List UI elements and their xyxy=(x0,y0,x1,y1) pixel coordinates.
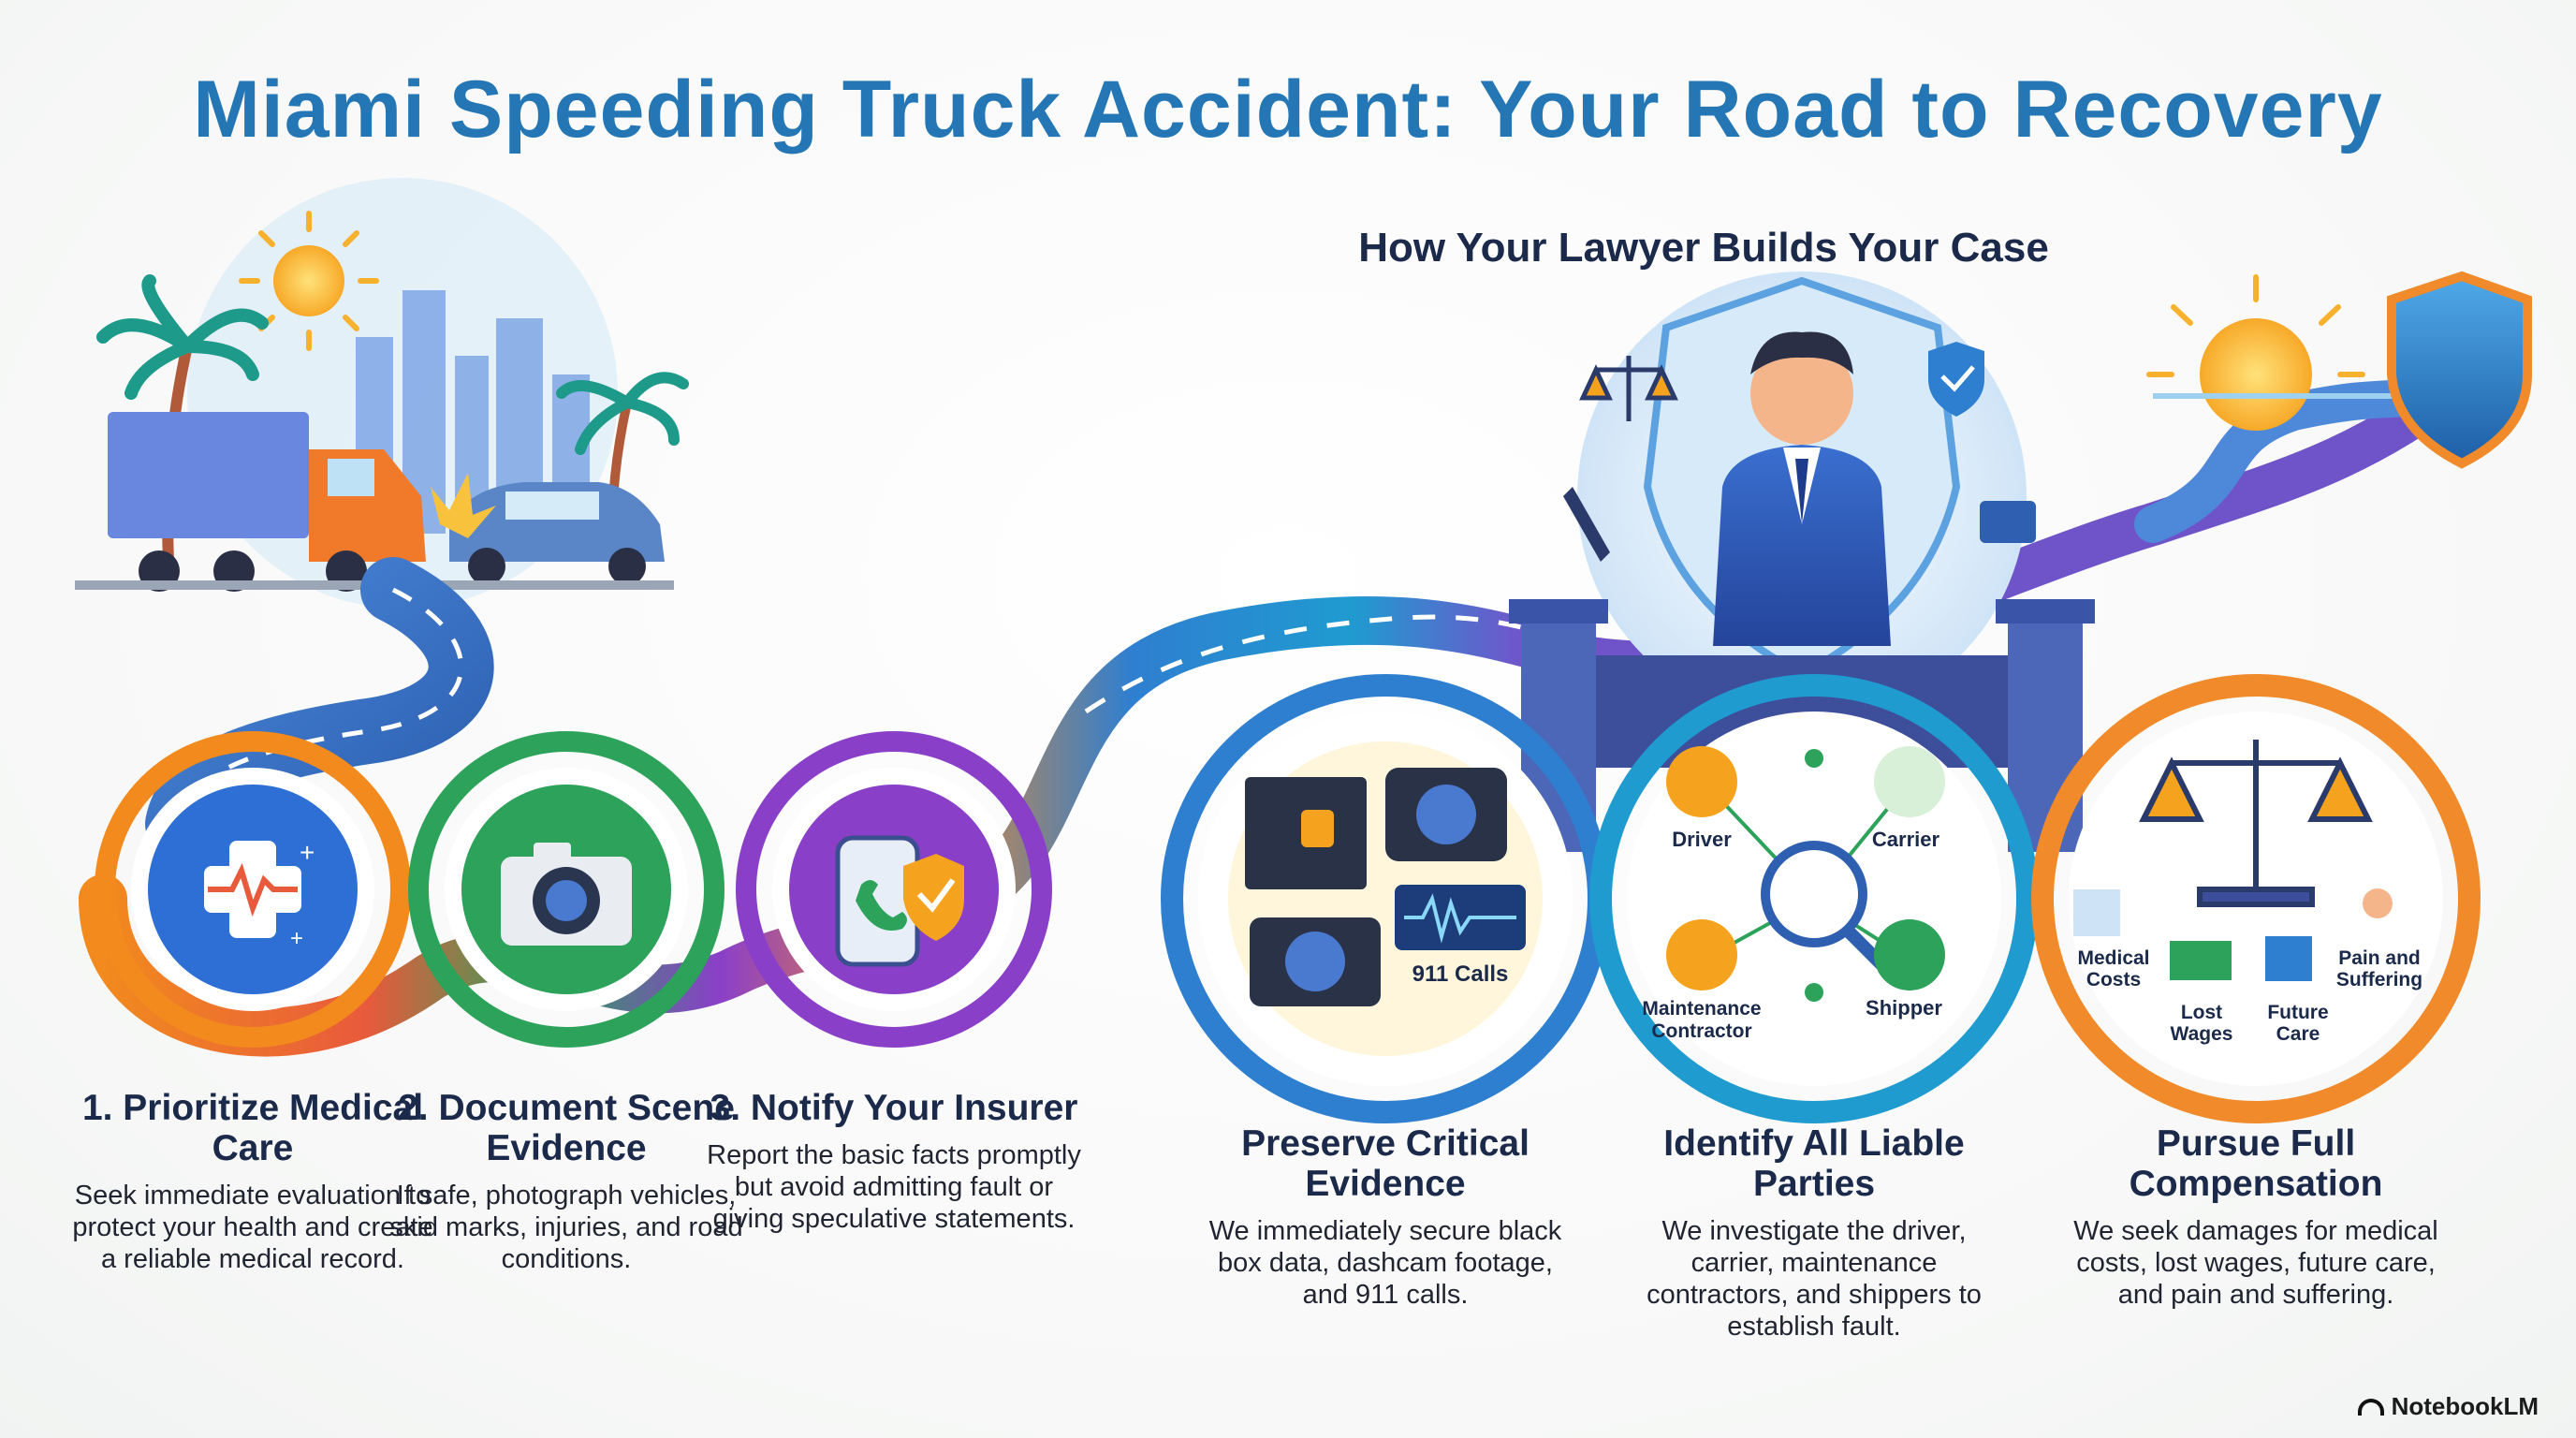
shield-check-icon xyxy=(1928,342,1984,417)
step-description: We investigate the driver, carrier, main… xyxy=(1647,1216,1982,1342)
cash-icon xyxy=(2170,941,2232,980)
briefcase-icon xyxy=(1980,501,2036,543)
hospital-icon xyxy=(2073,889,2120,936)
sun-icon xyxy=(273,245,344,316)
step-2: 2. Document Scene Evidence If safe, phot… xyxy=(379,1088,754,1275)
truck-icon xyxy=(1874,746,1945,817)
label-carrier: Carrier xyxy=(1872,828,1940,851)
lawyer-step-compensation: Pursue Full Compensation We seek damages… xyxy=(2069,1123,2443,1311)
camera-icon xyxy=(501,843,632,946)
lawyer-step-liable-parties: Identify All Liable Parties We investiga… xyxy=(1627,1123,2001,1343)
safe-lock-icon xyxy=(1245,777,1367,889)
step-2-ring xyxy=(408,731,724,1048)
car-icon xyxy=(449,482,665,585)
phone-shield-icon xyxy=(835,835,964,967)
crash-burst-icon xyxy=(431,473,496,538)
lawyer-step-evidence: Preserve Critical Evidence We immediatel… xyxy=(1198,1123,1573,1311)
accident-scene-illustration xyxy=(75,178,689,609)
lawyer-illustration xyxy=(1509,271,2095,852)
step-heading: Identify All Liable Parties xyxy=(1663,1123,1965,1204)
magnifier-icon xyxy=(1761,841,1867,947)
scales-icon xyxy=(1579,356,1678,421)
pen-icon xyxy=(1563,487,1610,562)
package-icon xyxy=(1874,919,1945,990)
label-911-calls: 911 Calls xyxy=(1412,961,1509,987)
step-description: Report the basic facts promptly but avoi… xyxy=(707,1140,1081,1234)
step-1: 1. Prioritize Medical Care Seek immediat… xyxy=(66,1088,440,1275)
step-3: 3. Notify Your Insurer Report the basic … xyxy=(707,1088,1081,1235)
dashcam-icon xyxy=(1385,768,1507,861)
notebooklm-logo-icon xyxy=(2357,1398,2384,1416)
step-heading: Pursue Full Compensation xyxy=(2129,1123,2383,1204)
step-heading: 3. Notify Your Insurer xyxy=(710,1088,1078,1128)
shield-icon xyxy=(2387,271,2532,469)
step-heading: 2. Document Scene Evidence xyxy=(398,1088,735,1168)
camera-icon xyxy=(1250,917,1381,1006)
brand-watermark: NotebookLM xyxy=(2357,1392,2539,1421)
sunrise-icon xyxy=(2146,274,2509,431)
audio-waveform-icon xyxy=(1395,885,1526,950)
label-shipper: Shipper xyxy=(1866,996,1942,1020)
step-description: We seek damages for medical costs, lost … xyxy=(2073,1216,2438,1310)
step-description: If safe, photograph vehicles, skid marks… xyxy=(389,1181,743,1274)
step-3-ring xyxy=(736,731,1052,1048)
step-heading: Preserve Critical Evidence xyxy=(1241,1123,1530,1204)
driver-icon xyxy=(1666,746,1737,817)
maintenance-worker-icon xyxy=(1666,919,1737,990)
lawyer-head xyxy=(1750,342,1853,445)
person-heart-icon xyxy=(2363,888,2393,918)
step-heading: 1. Prioritize Medical Care xyxy=(81,1088,424,1168)
svg-text:+: + xyxy=(300,838,315,867)
step-description: Seek immediate evaluation to protect you… xyxy=(72,1181,433,1274)
brand-name: NotebookLM xyxy=(2391,1392,2539,1420)
section-subtitle: How Your Lawyer Builds Your Case xyxy=(1358,225,2049,271)
label-driver: Driver xyxy=(1672,828,1732,851)
step-1-ring: + + xyxy=(95,731,411,1048)
page-title: Miami Speeding Truck Accident: Your Road… xyxy=(193,65,2383,154)
scales-icon xyxy=(2139,740,2373,907)
evidence-ring: 911 Calls xyxy=(1161,674,1610,1123)
calendar-icon xyxy=(2265,936,2312,981)
step-description: We immediately secure black box data, da… xyxy=(1208,1216,1562,1310)
svg-text:+: + xyxy=(290,926,303,951)
